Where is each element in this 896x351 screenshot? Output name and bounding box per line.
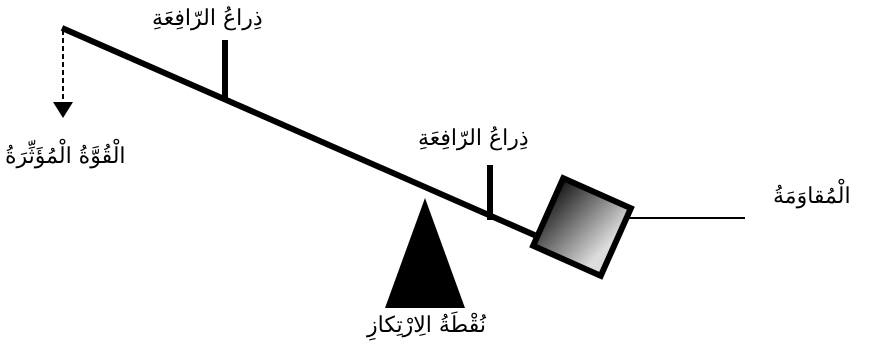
effort-arrowhead: [53, 102, 73, 118]
fulcrum-triangle: [385, 198, 465, 308]
label-lever-arm-middle: ذِراعُ الرّافِعَةِ: [418, 128, 529, 150]
label-effort-force: الْقُوَّةُ الْمُؤَثِّرَةُ: [5, 146, 126, 168]
resistance-box: [533, 178, 631, 276]
label-resistance: الْمُقاوَمَةُ: [773, 186, 851, 208]
label-lever-arm-top: ذِراعُ الرّافِعَةِ: [152, 8, 263, 30]
label-fulcrum: نُقْطَةُ الِارْتِكازِ: [367, 315, 486, 337]
